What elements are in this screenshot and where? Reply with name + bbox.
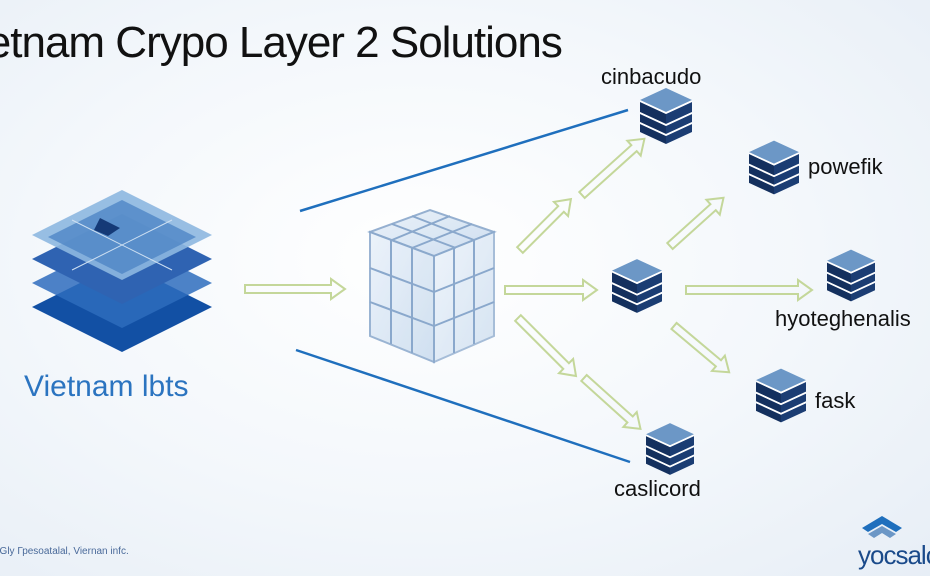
node-label-cinbacudo: cinbacudo [601,64,702,89]
node-caslicord-icon [646,422,694,476]
brand-logo-text: yocsalc [858,540,930,570]
flow-arrows [244,137,814,431]
node-fask-icon [756,368,806,423]
node-label-caslicord: caslicord [614,476,701,501]
diagram-title: ietnam Crypo Layer 2 Solutions [0,18,563,67]
connector-line-bottom [295,348,631,464]
brand-logo: yocsalc [858,514,930,574]
node-powefik-icon [749,140,799,195]
node-label-fask: fask [815,388,856,413]
node-hyoteghenalis-icon [827,248,875,303]
node-center-icon [612,258,662,314]
layer2-cube-icon [367,208,497,364]
footer-credit: t Gly Грesoatalal, Viernan infc. [0,546,129,557]
node-label-powefik: powefik [808,154,883,179]
node-cinbacudo-icon [640,88,692,144]
brand-logo-icon [862,516,902,538]
node-label-hyoteghenalis: hyoteghenalis [775,306,911,331]
source-layers-icon [32,190,212,352]
connector-line-top [299,108,629,213]
source-label: Vietnam lbts [24,370,189,403]
